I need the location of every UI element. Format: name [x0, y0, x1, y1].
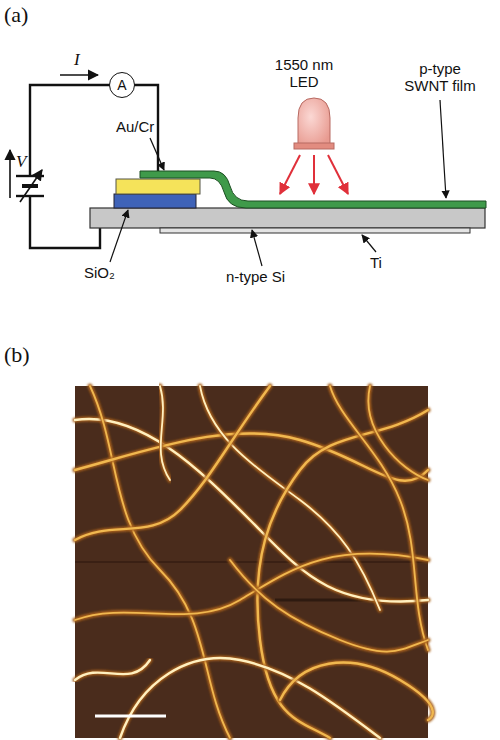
ammeter-letter: A [117, 77, 126, 93]
nanotube [160, 386, 170, 480]
nanotube [280, 663, 433, 720]
voltage-arrow [9, 150, 11, 198]
n-si-substrate [90, 208, 485, 228]
ti-layer [160, 228, 470, 233]
part-label: (a) [4, 2, 28, 27]
nanotube [75, 419, 428, 602]
part-label: SiO₂ [84, 264, 115, 281]
nanotube [230, 560, 428, 652]
part-label: I [74, 50, 80, 70]
nanotube [330, 386, 428, 650]
part-label: p-type SWNT film [400, 60, 480, 95]
nanotube-glow [230, 560, 428, 652]
ammeter-symbol: A [109, 72, 135, 98]
led [298, 98, 330, 145]
nanotube-glow [280, 663, 433, 720]
part-label: V [16, 152, 26, 172]
nanotube [75, 660, 150, 680]
nanotube [120, 658, 380, 738]
nanotube-glow [160, 386, 170, 480]
part-label: n-type Si [226, 268, 285, 285]
nanotube [368, 386, 428, 480]
nanotube-glow [75, 386, 270, 540]
nanotube-glow [330, 386, 428, 650]
nanotube-glow [120, 658, 380, 738]
part-label: (b) [4, 342, 30, 367]
led-rim [294, 143, 334, 149]
part-label: Ti [370, 254, 382, 271]
afm-image [75, 386, 433, 738]
nanotube-glow [75, 660, 150, 680]
voltage-source [16, 170, 44, 202]
part-label: Au/Cr [116, 118, 154, 135]
nanotube-glow [75, 419, 428, 602]
nanotube [75, 386, 270, 540]
scale-bar [95, 715, 166, 718]
leader-line [110, 100, 446, 266]
au-cr-electrode [116, 179, 200, 194]
nanotube [200, 386, 380, 610]
light-ray [280, 155, 348, 194]
sio2-layer [114, 194, 196, 208]
nanotube-glow [368, 386, 428, 480]
nanotube-glow [200, 386, 380, 610]
current-arrow [60, 74, 98, 76]
part-label: 1550 nm LED [268, 56, 340, 91]
